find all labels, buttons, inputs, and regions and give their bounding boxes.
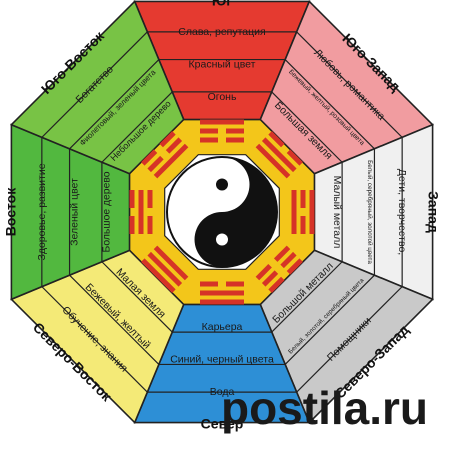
sector-south-line-2: Красный цвет xyxy=(189,59,256,71)
sector-west-line-3: Малый металл xyxy=(331,176,343,249)
sector-southwest xyxy=(259,0,435,175)
sector-east-line-2: Зеленый цвет xyxy=(69,178,81,246)
trigram-bar xyxy=(255,143,291,179)
trigram xyxy=(200,281,244,305)
trigram xyxy=(141,131,189,179)
band-divider xyxy=(41,31,148,138)
sector-south-line-3: Огонь xyxy=(208,91,237,103)
trigram-bar xyxy=(153,245,189,281)
trigram-bar xyxy=(286,149,303,166)
trigram xyxy=(291,190,315,234)
sector-north-line-1: Вода xyxy=(210,386,235,398)
band-divider xyxy=(284,274,375,365)
sector-east-title: Восток xyxy=(3,187,19,236)
band-divider xyxy=(296,286,403,393)
trigram xyxy=(141,245,189,293)
trigram-bar xyxy=(273,245,291,262)
trigram xyxy=(129,190,153,234)
sector-north-title: Север xyxy=(201,416,244,432)
sector-east-line-1: Здоровье, развитие xyxy=(36,163,48,260)
trigram-bar xyxy=(141,258,176,293)
trigram xyxy=(255,131,303,179)
band-divider xyxy=(69,59,160,150)
band-divider xyxy=(271,91,343,163)
sector-northwest xyxy=(259,249,435,425)
yin-yang-icon xyxy=(166,156,278,268)
sector-north-line-3: Карьера xyxy=(202,321,243,333)
trigram-bar xyxy=(268,276,285,293)
sector-west-line-2: Белый, серебряный, золотой цвета xyxy=(366,160,374,264)
trigram xyxy=(255,245,303,293)
band-divider xyxy=(284,59,375,150)
watermark-text: postila.ru xyxy=(221,382,428,434)
band-divider xyxy=(296,31,403,138)
sector-southeast xyxy=(9,0,185,175)
trigram-bar xyxy=(286,258,303,275)
sector-east-line-3: Большое дерево xyxy=(102,171,113,252)
trigram-bar xyxy=(153,143,189,179)
band-divider xyxy=(101,91,173,163)
trigram-bar xyxy=(255,263,272,281)
sector-south-line-1: Слава, репутация xyxy=(178,26,265,38)
band-divider xyxy=(101,261,173,333)
trigram-bar xyxy=(159,131,176,148)
band-divider xyxy=(69,274,160,365)
trigram-bar xyxy=(261,270,279,287)
trigram-bar xyxy=(280,251,297,269)
trigram-bar xyxy=(147,251,183,287)
trigram-bar xyxy=(141,149,158,166)
sector-west-line-1: Дети, творчество, xyxy=(396,169,408,255)
sector-east xyxy=(10,123,131,301)
sector-north-line-2: Синий, черный цвета xyxy=(170,354,274,366)
trigram xyxy=(200,119,244,143)
band-divider xyxy=(41,286,148,393)
sector-west-title: Запад xyxy=(426,191,442,233)
band-divider xyxy=(271,261,343,333)
trigram-bar xyxy=(268,131,285,148)
sector-south-title: Юг xyxy=(212,0,232,9)
trigram-bar xyxy=(147,155,164,173)
trigram-bar xyxy=(261,137,297,173)
trigram-bar xyxy=(165,137,183,154)
